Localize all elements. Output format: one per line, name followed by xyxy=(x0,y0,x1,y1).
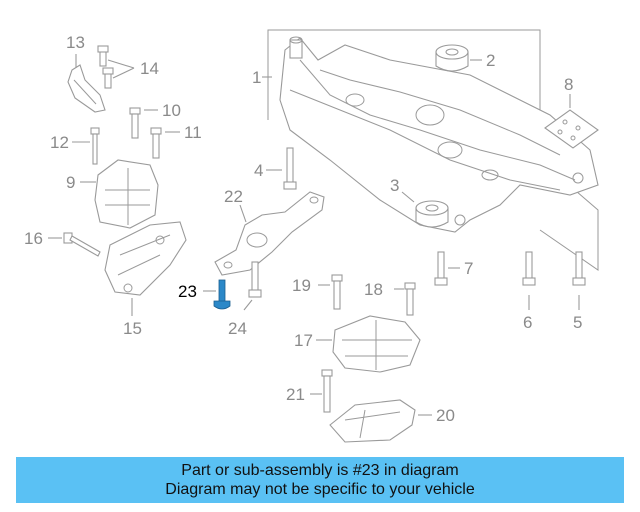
bolt-part-21 xyxy=(321,369,333,413)
bracket-part-13 xyxy=(67,64,106,113)
callout-2: 2 xyxy=(486,51,495,70)
bolt-part-10 xyxy=(129,107,141,139)
callout-5: 5 xyxy=(573,313,582,332)
callout-21: 21 xyxy=(286,385,305,404)
leader-lines xyxy=(48,54,580,416)
callout-labels: 1 2 3 4 5 6 7 8 9 10 11 12 13 14 15 16 1… xyxy=(24,33,582,425)
bolt-part-4 xyxy=(283,147,297,190)
mount-part-15 xyxy=(104,221,187,296)
callout-18: 18 xyxy=(364,280,383,299)
bolt-part-18 xyxy=(404,282,416,316)
bolt-part-19 xyxy=(331,274,343,310)
callout-9: 9 xyxy=(66,173,75,192)
info-banner: Part or sub-assembly is #23 in diagram D… xyxy=(16,457,624,503)
callout-6: 6 xyxy=(523,313,532,332)
bolt-part-23-highlighted xyxy=(213,279,231,310)
callout-12: 12 xyxy=(50,133,69,152)
callout-1: 1 xyxy=(252,68,261,87)
bolt-part-24 xyxy=(248,261,262,298)
callout-24: 24 xyxy=(228,319,247,338)
callout-11: 11 xyxy=(184,123,202,142)
bushing-part-2 xyxy=(435,44,469,72)
callout-8: 8 xyxy=(564,75,573,94)
bolt-part-14 xyxy=(97,45,114,89)
bolt-part-5 xyxy=(572,251,586,286)
callout-16: 16 xyxy=(24,229,43,248)
bolt-part-6 xyxy=(522,251,536,286)
bolt-part-12 xyxy=(90,127,100,165)
mount-part-9 xyxy=(94,159,159,229)
bolt-part-16 xyxy=(63,232,101,257)
bolt-part-7 xyxy=(434,251,448,286)
callout-14: 14 xyxy=(140,59,159,78)
callout-19: 19 xyxy=(292,276,311,295)
callout-20: 20 xyxy=(436,406,455,425)
callout-7: 7 xyxy=(464,259,473,278)
plate-part-8 xyxy=(544,109,599,149)
callout-3: 3 xyxy=(390,176,399,195)
bracket-part-20 xyxy=(329,399,416,443)
parts-diagram: 1 2 3 4 5 6 7 8 9 10 11 12 13 14 15 16 1… xyxy=(24,29,599,443)
callout-17: 17 xyxy=(294,331,313,350)
callout-4: 4 xyxy=(254,161,263,180)
banner-line-2: Diagram may not be specific to your vehi… xyxy=(165,481,475,498)
bolt-part-11 xyxy=(150,127,162,159)
callout-15: 15 xyxy=(123,319,142,338)
callout-22: 22 xyxy=(224,187,243,206)
torque-strut-part-22 xyxy=(214,191,325,276)
callout-13: 13 xyxy=(66,33,85,52)
mount-part-17 xyxy=(332,315,421,373)
callout-10: 10 xyxy=(162,101,181,120)
callout-23-highlighted: 23 xyxy=(178,282,197,301)
bushing-part-3 xyxy=(415,200,449,228)
subframe-part xyxy=(267,29,599,271)
banner-line-1: Part or sub-assembly is #23 in diagram xyxy=(181,462,459,479)
